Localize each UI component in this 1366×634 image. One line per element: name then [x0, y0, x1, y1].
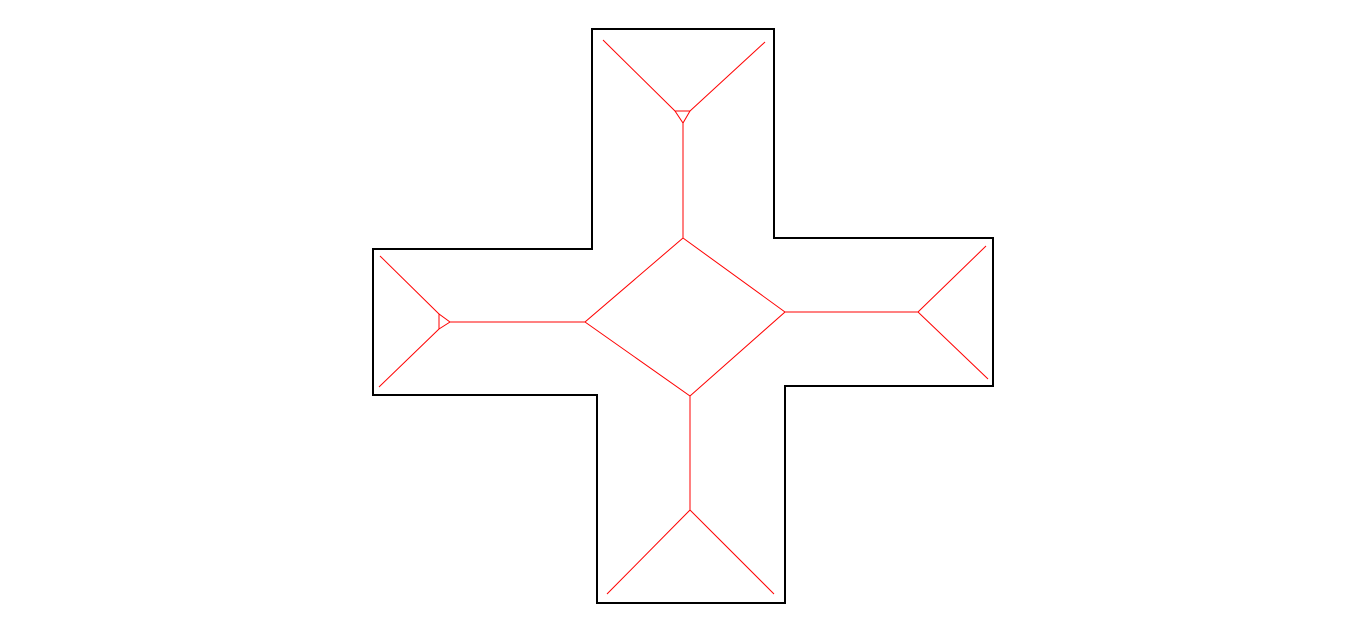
left-arm-bottom-diagonal: [378, 328, 440, 388]
cross-polygon-outline: [372, 28, 994, 604]
right-arm-bottom-diagonal: [917, 311, 989, 380]
right-arm-top-diagonal: [917, 245, 987, 313]
left-arm-top-diagonal: [379, 255, 440, 315]
bottom-arm-right-diagonal: [689, 509, 775, 595]
skeleton-lines: [378, 39, 989, 595]
top-arm-small-triangle: [674, 110, 691, 124]
central-diamond: [584, 237, 786, 397]
bottom-arm-left-diagonal: [606, 509, 691, 595]
left-arm-small-triangle: [438, 313, 451, 330]
top-arm-right-diagonal: [689, 41, 766, 112]
top-arm-left-diagonal: [602, 39, 676, 112]
